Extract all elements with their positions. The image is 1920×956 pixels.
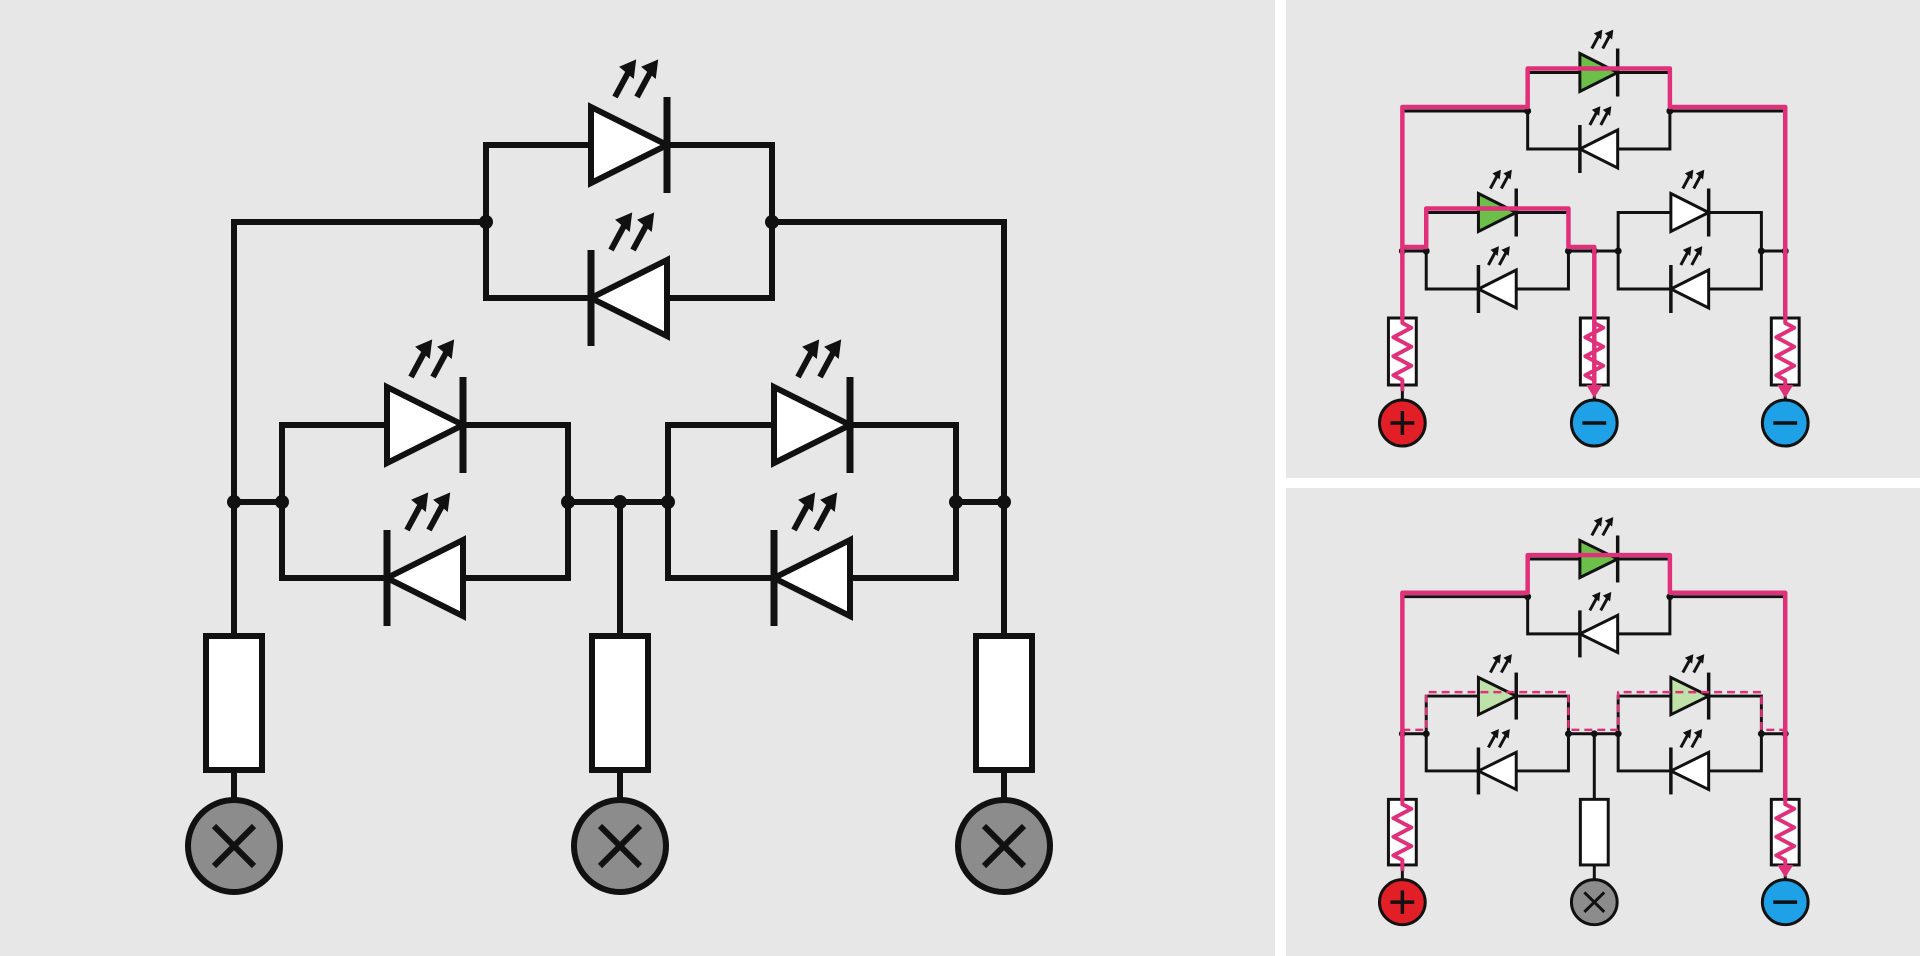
top-forward-led <box>588 59 674 193</box>
right-reverse-led <box>767 492 853 626</box>
main-schematic-terminal-2 <box>571 797 669 895</box>
bottom-right-example-terminal-1 <box>1377 878 1427 927</box>
current-arrow <box>1586 385 1603 398</box>
right-forward-led <box>1669 654 1713 720</box>
top-right-example-circuit <box>1377 29 1810 448</box>
current-arrow <box>1777 385 1794 398</box>
top-reverse-led <box>1576 591 1620 658</box>
bottom-right-example-panel <box>1286 488 1920 956</box>
bottom-right-example-resistor-2 <box>1578 797 1610 867</box>
left-reverse-led <box>1475 246 1518 313</box>
bottom-right-example-resistor-1 <box>1386 794 1418 871</box>
right-forward-led <box>1669 169 1713 237</box>
bottom-right-example-terminal-2 <box>1569 878 1619 927</box>
main-schematic-panel <box>0 0 1275 956</box>
top-reverse-led <box>584 212 670 346</box>
right-reverse-led <box>1667 246 1711 313</box>
top-right-example-terminal-2 <box>1569 398 1619 448</box>
top-right-example-svg <box>1286 0 1920 478</box>
bottom-right-example-circuit <box>1377 517 1810 927</box>
main-schematic-circuit <box>185 59 1053 895</box>
main-schematic-resistor-1 <box>203 633 265 773</box>
main-schematic-terminal-3 <box>955 797 1053 895</box>
top-forward-led <box>1578 517 1622 583</box>
top-forward-led <box>1578 29 1622 97</box>
main-schematic-resistor-2 <box>589 633 651 773</box>
right-reverse-led <box>1667 729 1711 795</box>
top-right-example-terminal-3 <box>1760 398 1810 448</box>
current-arrow <box>1777 864 1794 878</box>
left-reverse-led <box>380 492 466 626</box>
top-right-example-resistor-3 <box>1769 313 1801 391</box>
bottom-right-example-resistor-3 <box>1769 794 1801 871</box>
left-forward-led <box>384 339 470 473</box>
main-schematic-svg <box>0 0 1275 956</box>
bottom-right-example-svg <box>1286 488 1920 956</box>
top-right-example-resistor-1 <box>1386 313 1418 391</box>
top-right-example-terminal-1 <box>1377 398 1427 448</box>
left-forward-led <box>1476 169 1520 237</box>
left-forward-led <box>1476 654 1520 720</box>
left-reverse-led <box>1475 729 1518 795</box>
main-schematic-resistor-3 <box>973 633 1035 773</box>
right-forward-led <box>771 339 857 473</box>
main-schematic-terminal-1 <box>185 797 283 895</box>
bottom-right-example-terminal-3 <box>1760 878 1810 927</box>
top-reverse-led <box>1576 106 1620 173</box>
top-right-example-panel <box>1286 0 1920 478</box>
